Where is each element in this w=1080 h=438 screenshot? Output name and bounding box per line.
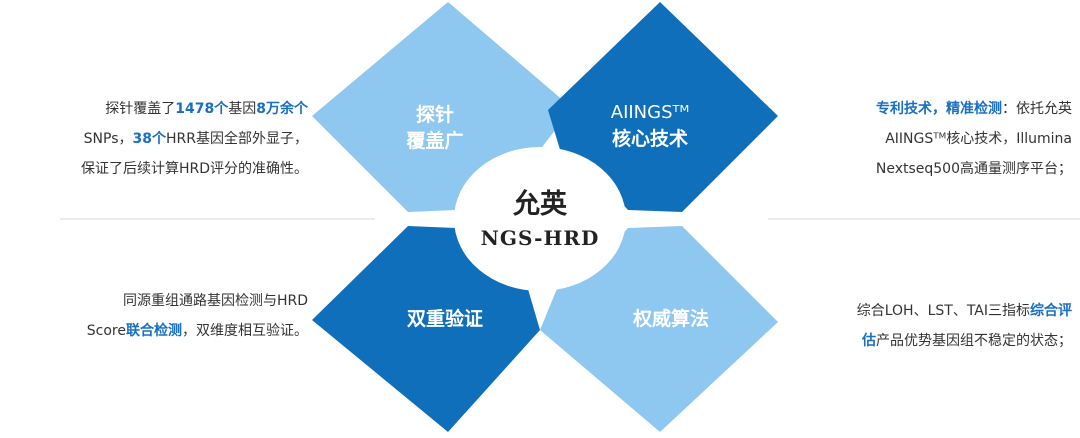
text-highlight: 综合评 — [1030, 303, 1072, 319]
label-top-right-line1: AIINGSᵀᴹ — [610, 102, 690, 123]
text-left-top-line2: SNPs，38个HRR基因全部外显子， — [8, 124, 308, 154]
label-top-right: AIINGSᵀᴹ 核心技术 — [590, 100, 710, 152]
center-ellipse — [454, 147, 626, 291]
text-left-bottom-line2: Score联合检测，双维度相互验证。 — [20, 316, 308, 346]
label-top-left-line2: 覆盖广 — [406, 130, 464, 152]
text-highlight: 估 — [862, 333, 876, 349]
text-segment: ，双维度相互验证。 — [182, 323, 308, 339]
petal-bottom-left — [312, 226, 540, 432]
text-highlight: 1478个 — [175, 101, 229, 117]
label-top-right-line2: 核心技术 — [611, 128, 688, 150]
text-right-bottom: 综合LOH、LST、TAI三指标综合评 估产品优势基因组不稳定的状态； — [792, 296, 1072, 356]
center-subtitle: NGS-HRD — [480, 226, 600, 250]
text-segment: 基因 — [228, 101, 257, 117]
center-title: 允英 — [513, 189, 567, 220]
text-left-bottom-line1: 同源重组通路基因检测与HRD — [122, 293, 308, 309]
text-right-bottom-line1: 综合LOH、LST、TAI三指标综合评 — [792, 296, 1072, 326]
text-highlight: 联合检测 — [126, 323, 182, 339]
text-right-top-line1: 专利技术，精准检测：依托允英 — [802, 94, 1072, 124]
text-segment: 产品优势基因组不稳定的状态； — [876, 333, 1072, 349]
text-segment: 综合LOH、LST、TAI三指标 — [856, 303, 1030, 319]
text-right-top-line3: Nextseq500高通量测序平台； — [875, 161, 1072, 177]
text-highlight: 38个 — [132, 131, 167, 147]
text-segment: Score — [86, 323, 126, 339]
text-left-top: 探针覆盖了1478个基因8万余个 SNPs，38个HRR基因全部外显子， 保证了… — [8, 94, 308, 184]
text-segment: SNPs， — [83, 131, 133, 147]
text-right-top-line2: AIINGSᵀᴹ核心技术，Illumina — [885, 131, 1072, 147]
petal-bottom-right — [540, 226, 778, 432]
petal-top-right — [548, 2, 778, 212]
text-left-top-line3: 保证了后续计算HRD评分的准确性。 — [80, 161, 308, 177]
text-segment: 探针覆盖了 — [105, 101, 176, 117]
text-segment: HRR基因全部外显子， — [166, 131, 308, 147]
label-top-left: 探针 覆盖广 — [380, 102, 490, 154]
text-left-bottom: 同源重组通路基因检测与HRD Score联合检测，双维度相互验证。 — [20, 286, 308, 346]
label-bottom-right: 权威算法 — [632, 308, 709, 330]
text-segment: ：依托允英 — [1002, 101, 1072, 117]
text-right-bottom-line2: 估产品优势基因组不稳定的状态； — [792, 326, 1072, 356]
text-right-top: 专利技术，精准检测：依托允英 AIINGSᵀᴹ核心技术，Illumina Nex… — [802, 94, 1072, 184]
label-bottom-left: 双重验证 — [406, 308, 483, 330]
text-left-top-line1: 探针覆盖了1478个基因8万余个 — [8, 94, 308, 124]
label-top-left-line1: 探针 — [415, 104, 454, 126]
text-highlight: 8万余个 — [256, 101, 308, 117]
text-highlight: 专利技术，精准检测 — [876, 101, 1002, 117]
